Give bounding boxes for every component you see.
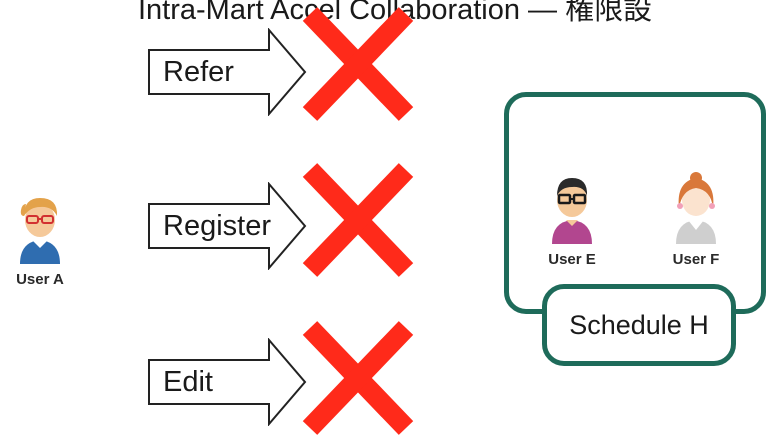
register-arrow: Register [147, 182, 307, 270]
right-arrow-icon [148, 182, 307, 270]
user-f-label: User F [672, 251, 720, 268]
deny-cross-icon [302, 163, 414, 277]
edit-arrow: Edit [147, 338, 307, 426]
refer-arrow: Refer [147, 28, 307, 116]
user-a-label: User A [16, 271, 64, 288]
edit-label: Edit [163, 366, 213, 398]
user-e: User E [536, 168, 608, 268]
deny-cross-icon [302, 7, 414, 121]
schedule-label: Schedule H [542, 284, 736, 366]
right-arrow-icon [148, 338, 307, 426]
user-avatar-icon [20, 198, 60, 264]
deny-cross-icon [302, 321, 414, 435]
user-avatar-icon [552, 178, 592, 244]
refer-label: Refer [163, 56, 234, 88]
right-arrow-icon [148, 28, 307, 116]
user-a: User A [4, 186, 76, 288]
user-e-label: User E [548, 251, 596, 268]
user-f: User F [660, 168, 732, 268]
user-avatar-icon [676, 172, 716, 244]
register-label: Register [163, 210, 271, 242]
